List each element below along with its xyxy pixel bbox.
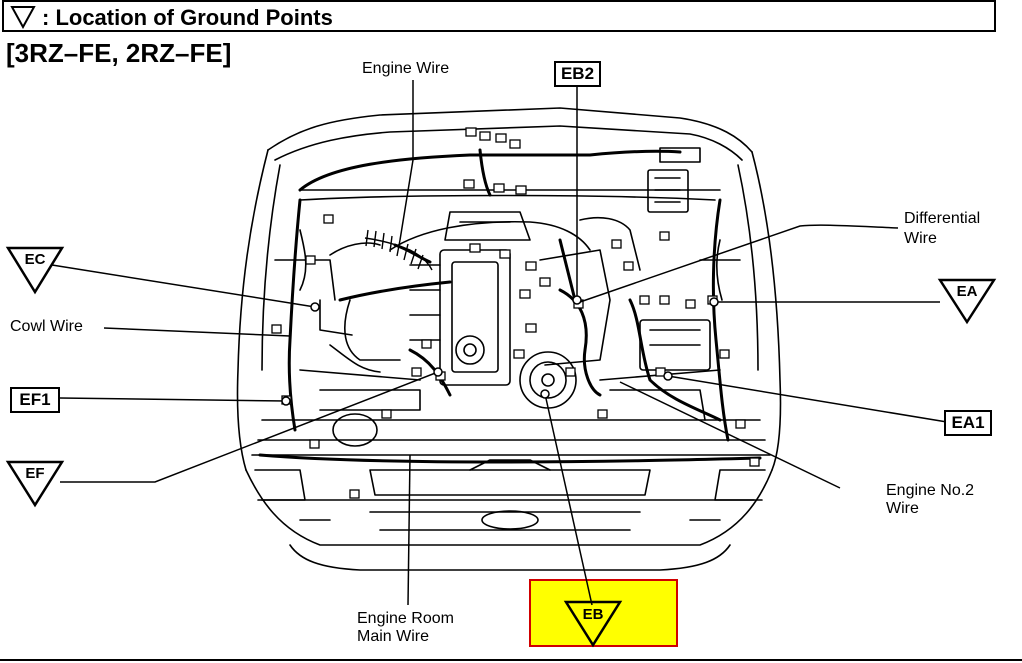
leader-lines <box>51 80 948 606</box>
ef1-box: EF1 <box>10 387 60 413</box>
leader-cowl-wire <box>103 327 291 337</box>
engine-room-main-wire-label-line1: Engine Room <box>357 610 454 627</box>
differential-wire-label-line2: Wire <box>904 230 937 247</box>
cowl-wire-label: Cowl Wire <box>10 318 83 335</box>
engine-code: [3RZ–FE, 2RZ–FE] <box>6 38 232 68</box>
page-title: : Location of Ground Points <box>42 5 333 30</box>
leader-engine-no2-wire <box>619 381 841 489</box>
ground-triangle-icon <box>10 6 36 29</box>
vehicle-outline <box>236 107 782 571</box>
ea-ground-symbol: EA <box>937 278 997 325</box>
engine-no2-wire-label-line1: Engine No.2 <box>886 482 975 499</box>
engine-no2-wire-label-line2: Wire <box>886 500 919 517</box>
leader-engine-room-main-wire <box>407 454 411 606</box>
ea1-box: EA1 <box>944 410 992 436</box>
differential-wire-label-line1: Differential <box>904 210 981 227</box>
engine-wire-label: Engine Wire <box>362 60 450 77</box>
engine-wire-conduit <box>364 229 433 271</box>
eb2-box: EB2 <box>554 61 601 87</box>
leader-ea1 <box>667 375 948 423</box>
leader-differential-wire <box>579 224 899 303</box>
engine-room-main-wire-label-line2: Main Wire <box>357 628 430 645</box>
ef-ground-symbol: EF <box>5 460 65 508</box>
leader-ec <box>51 264 316 308</box>
leader-eb <box>544 393 593 606</box>
bottom-divider <box>0 659 1022 661</box>
ef-label: EF <box>25 465 44 482</box>
ground-terminals <box>281 295 719 406</box>
ec-label: EC <box>25 251 46 268</box>
eb-highlight-box <box>529 579 678 647</box>
connectors <box>271 127 760 499</box>
ea-label: EA <box>957 283 978 300</box>
leader-engine-wire <box>399 80 414 241</box>
leader-ef <box>60 371 439 483</box>
title-bar: : Location of Ground Points <box>2 0 996 32</box>
eb-label: EB <box>583 606 604 623</box>
eb-ground-symbol: EB <box>563 600 623 648</box>
ec-ground-symbol: EC <box>5 246 65 295</box>
wire-harnesses <box>258 148 762 464</box>
leader-ef1 <box>59 397 287 402</box>
